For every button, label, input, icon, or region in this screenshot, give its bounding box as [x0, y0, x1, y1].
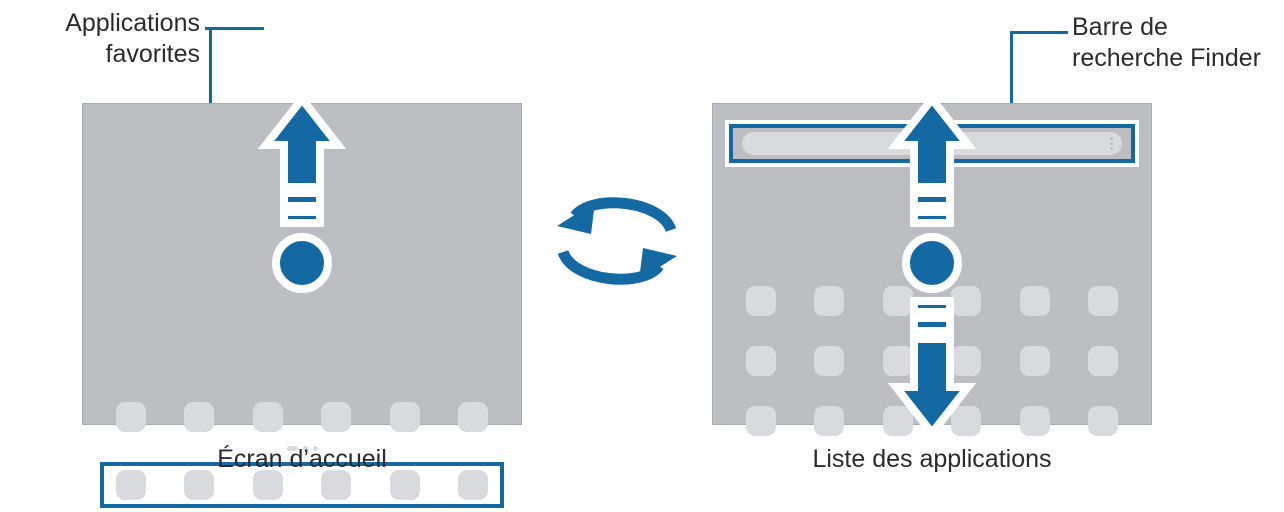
sync-arc-top: [570, 197, 677, 233]
swipe-arrow-segment: [910, 208, 954, 227]
app-icon[interactable]: [1087, 406, 1118, 436]
app-icon[interactable]: [746, 406, 776, 436]
app-icon[interactable]: [882, 286, 913, 316]
dock-app-icon[interactable]: [457, 470, 488, 500]
page-indicator-dot[interactable]: [302, 446, 308, 451]
swipe-arrow-segment: [910, 189, 954, 210]
swipe-arrow-segment: [910, 314, 954, 335]
caption-home-screen: Écran d’accueil: [217, 445, 387, 473]
touch-point-circle: [902, 233, 962, 293]
favorite-apps-dock: [116, 470, 488, 500]
dock-app-icon[interactable]: [321, 470, 352, 500]
app-icon[interactable]: [1087, 346, 1118, 376]
app-icon[interactable]: [951, 286, 982, 316]
callout-leader-line-right-horizontal: [1010, 31, 1068, 34]
app-icon[interactable]: [116, 402, 146, 432]
apps-list-panel: [712, 92, 1152, 440]
dock-app-icon[interactable]: [184, 470, 215, 500]
dock-app-icon[interactable]: [116, 470, 146, 500]
finder-search-bar[interactable]: [742, 132, 1122, 155]
app-icon[interactable]: [814, 406, 845, 436]
app-icon[interactable]: [457, 402, 488, 432]
app-icon[interactable]: [814, 286, 845, 316]
swipe-arrow-segment: [280, 189, 324, 210]
kebab-menu-icon[interactable]: [1110, 137, 1113, 150]
app-icon[interactable]: [1019, 286, 1050, 316]
page-indicator-active: [286, 446, 298, 451]
app-icon[interactable]: [321, 402, 352, 432]
swipe-arrow-segment: [280, 208, 324, 227]
app-icon[interactable]: [882, 346, 913, 376]
dock-app-icon[interactable]: [389, 470, 420, 500]
caption-apps-list: Liste des applications: [812, 445, 1052, 473]
home-screen-app-row: [116, 402, 488, 432]
app-icon[interactable]: [1019, 406, 1050, 436]
home-screen-panel: [82, 92, 522, 512]
swipe-arrow-head: [257, 92, 347, 191]
app-icon[interactable]: [184, 402, 215, 432]
app-icon[interactable]: [1087, 286, 1118, 316]
app-icon[interactable]: [746, 286, 776, 316]
app-icon[interactable]: [389, 402, 420, 432]
app-icon[interactable]: [1019, 346, 1050, 376]
page-indicator: [82, 446, 522, 451]
callout-leader-line-right-vertical: [1010, 31, 1013, 123]
app-icon[interactable]: [252, 402, 283, 432]
app-icon[interactable]: [951, 346, 982, 376]
app-icon[interactable]: [951, 406, 982, 436]
sync-arrows-icon: [557, 197, 677, 285]
sync-arrowhead-left: [557, 202, 595, 234]
apps-grid-row: [746, 406, 1118, 436]
apps-grid-row: [746, 346, 1118, 376]
page-indicator-dot[interactable]: [312, 446, 318, 451]
touch-point-circle: [272, 233, 332, 293]
app-icon[interactable]: [814, 346, 845, 376]
sync-arc-bottom: [557, 249, 664, 285]
apps-grid-row: [746, 286, 1118, 316]
app-icon[interactable]: [746, 346, 776, 376]
dock-app-icon[interactable]: [252, 470, 283, 500]
swipe-up-gesture: [257, 92, 347, 293]
sync-arrowhead-right: [639, 248, 677, 280]
callout-label-favorite-apps: Applications favorites: [65, 9, 200, 68]
app-icon[interactable]: [882, 406, 913, 436]
callout-label-finder-search-bar: Barre de recherche Finder: [1072, 13, 1261, 72]
callout-leader-line-left-horizontal: [205, 27, 264, 30]
